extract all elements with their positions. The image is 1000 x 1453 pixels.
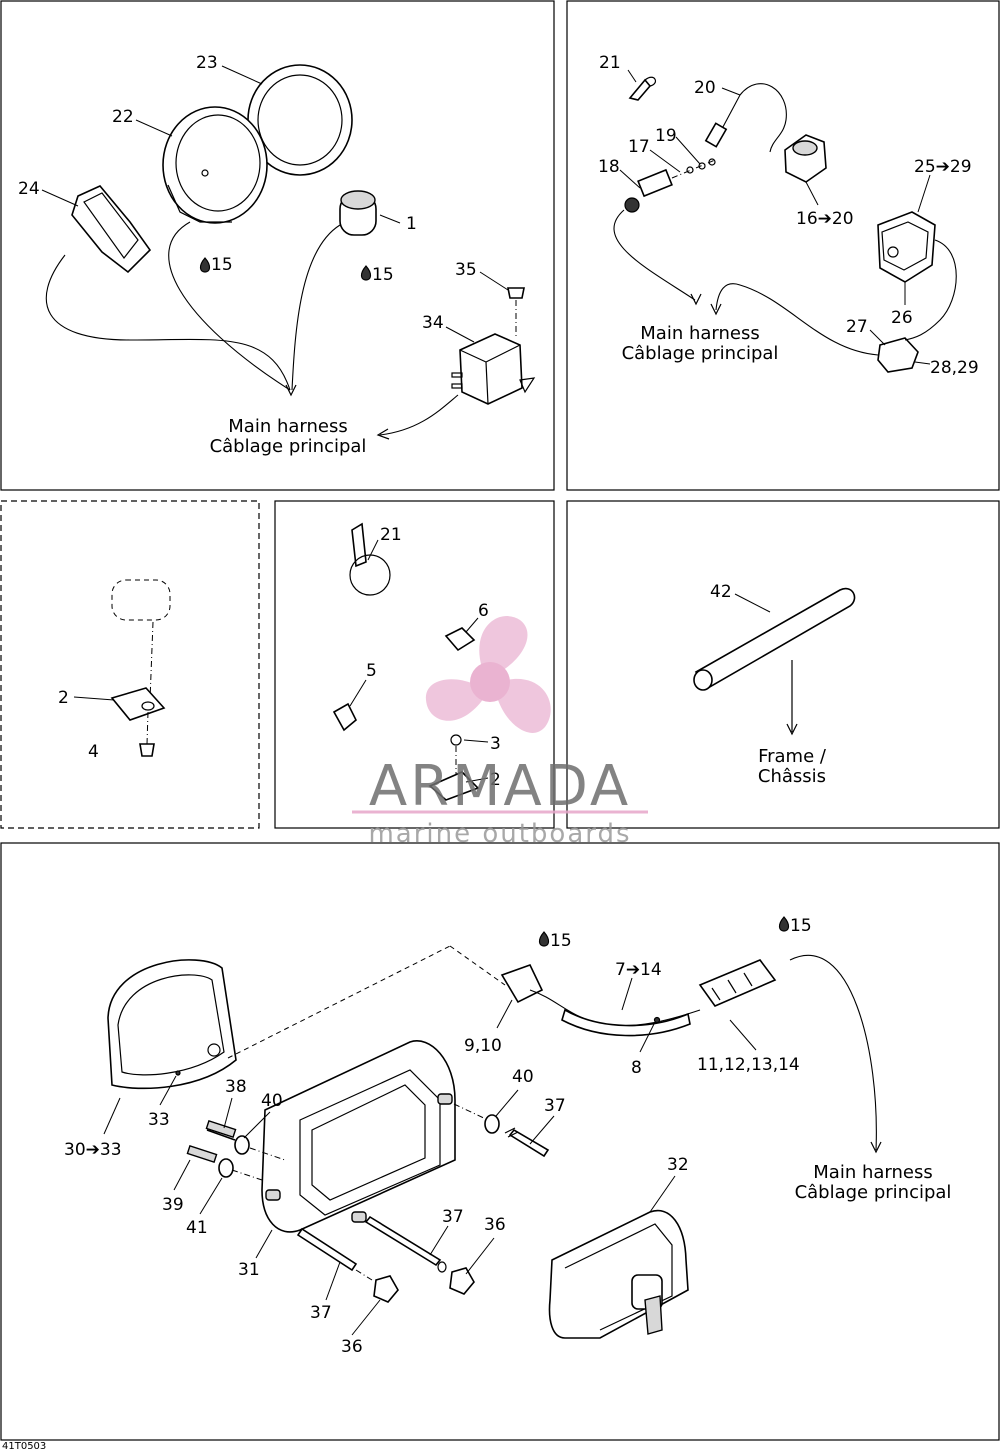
harness-connector-left xyxy=(500,964,544,1004)
callout: 4 xyxy=(88,742,99,762)
frame-label-fr: Châssis xyxy=(758,766,826,787)
callout: 6 xyxy=(478,601,489,621)
headlamp-lens xyxy=(107,959,237,1090)
callout: 11,12,13,14 xyxy=(697,1055,800,1075)
callout: 17 xyxy=(628,137,650,157)
bottom-parts xyxy=(103,916,882,1339)
callout: 19 xyxy=(655,126,677,146)
callout: 37 xyxy=(544,1096,566,1116)
callout: 38 xyxy=(225,1077,247,1097)
callout: 20 xyxy=(694,78,716,98)
knob xyxy=(449,1267,475,1295)
screw xyxy=(507,287,525,299)
indicator-light-dashed xyxy=(111,579,171,621)
watermark: ARMADA marine outboards xyxy=(352,616,648,849)
callout: 25➔29 xyxy=(914,157,972,177)
callout: 34 xyxy=(422,313,444,333)
top-left-parts xyxy=(41,64,536,440)
harness-label-fr: Câblage principal xyxy=(210,436,367,457)
callout: 35 xyxy=(455,260,477,280)
callout: 36 xyxy=(341,1337,363,1357)
callout: 7➔14 xyxy=(615,960,662,980)
lamp-body xyxy=(548,1209,689,1339)
cable-tie xyxy=(628,78,652,101)
callout: 32 xyxy=(667,1155,689,1175)
watermark-brand: ARMADA xyxy=(369,754,631,819)
sealant-callout: 15 xyxy=(550,931,572,951)
sealant-callout: 15 xyxy=(211,255,233,275)
watermark-subtitle: marine outboards xyxy=(368,819,631,849)
sealant-callout: 15 xyxy=(790,916,812,936)
mid-left-parts xyxy=(73,579,171,757)
callout: 33 xyxy=(148,1110,170,1130)
protective-tube xyxy=(694,587,856,690)
bottom-labels: 7➔14 9,10 8 11,12,13,14 33 30➔33 38 40 3… xyxy=(64,916,951,1357)
callout: 26 xyxy=(891,308,913,328)
harness-label-fr: Câblage principal xyxy=(622,343,779,364)
callout: 23 xyxy=(196,53,218,73)
mid-center-labels: 21 6 5 3 2 xyxy=(366,525,501,790)
frame-label-en: Frame / xyxy=(758,746,827,767)
callout: 3 xyxy=(490,734,501,754)
switch-connector xyxy=(877,337,919,373)
callout: 16➔20 xyxy=(796,209,854,229)
grommet xyxy=(444,627,476,652)
connector-body xyxy=(637,168,673,198)
panel-mid-center xyxy=(274,500,555,829)
callout: 22 xyxy=(112,107,134,127)
panel-mid-left xyxy=(0,500,260,829)
relay xyxy=(459,333,523,405)
harness-connector-right xyxy=(698,959,777,1007)
callout: 42 xyxy=(710,582,732,602)
top-right-parts xyxy=(613,69,957,373)
callout: 21 xyxy=(380,525,402,545)
panel-top-left xyxy=(0,0,555,491)
top-left-labels: 23 22 24 1 35 34 15 15 Main harness Câbl… xyxy=(18,53,477,457)
mid-right-labels: 42 Frame / Châssis xyxy=(710,582,827,787)
callout: 18 xyxy=(598,157,620,177)
callout: 37 xyxy=(442,1207,464,1227)
callout: 2 xyxy=(490,770,501,790)
sealant-callout: 15 xyxy=(372,265,394,285)
callout: 9,10 xyxy=(464,1036,502,1056)
callout: 1 xyxy=(406,214,417,234)
mid-center-parts xyxy=(332,522,489,801)
callout: 37 xyxy=(310,1303,332,1323)
callout: 30➔33 xyxy=(64,1140,122,1160)
panel-bottom xyxy=(0,842,1000,1441)
reference-code: 41T0503 xyxy=(2,1441,46,1452)
callout: 2 xyxy=(58,688,69,708)
callout: 36 xyxy=(484,1215,506,1235)
mid-left-labels: 2 4 xyxy=(58,688,99,762)
callout: 21 xyxy=(599,53,621,73)
harness-label-en: Main harness xyxy=(813,1162,932,1183)
harness-label-en: Main harness xyxy=(228,416,347,437)
callout: 24 xyxy=(18,179,40,199)
callout: 39 xyxy=(162,1195,184,1215)
callout: 41 xyxy=(186,1218,208,1238)
callout: 8 xyxy=(631,1058,642,1078)
mount-bracket xyxy=(110,687,166,721)
panel-top-right xyxy=(566,0,1000,491)
cable-tie xyxy=(351,522,367,568)
panel-mid-right xyxy=(566,500,1000,829)
harness-label-fr: Câblage principal xyxy=(795,1182,952,1203)
mid-right-parts xyxy=(693,587,856,736)
top-right-labels: 21 20 19 17 18 16➔20 25➔29 26 27 28,29 M… xyxy=(598,53,979,378)
callout: 28,29 xyxy=(930,358,979,378)
lamp-housing-frame xyxy=(261,1040,456,1233)
callout: 31 xyxy=(238,1260,260,1280)
rocker-switch xyxy=(71,185,152,274)
knob xyxy=(373,1275,399,1303)
harness-label-en: Main harness xyxy=(640,323,759,344)
callout: 5 xyxy=(366,661,377,681)
callout: 40 xyxy=(261,1091,283,1111)
callout: 40 xyxy=(512,1067,534,1087)
propeller-logo xyxy=(425,616,551,733)
gauge-body xyxy=(162,106,268,224)
callout: 27 xyxy=(846,317,868,337)
clip xyxy=(332,702,357,732)
